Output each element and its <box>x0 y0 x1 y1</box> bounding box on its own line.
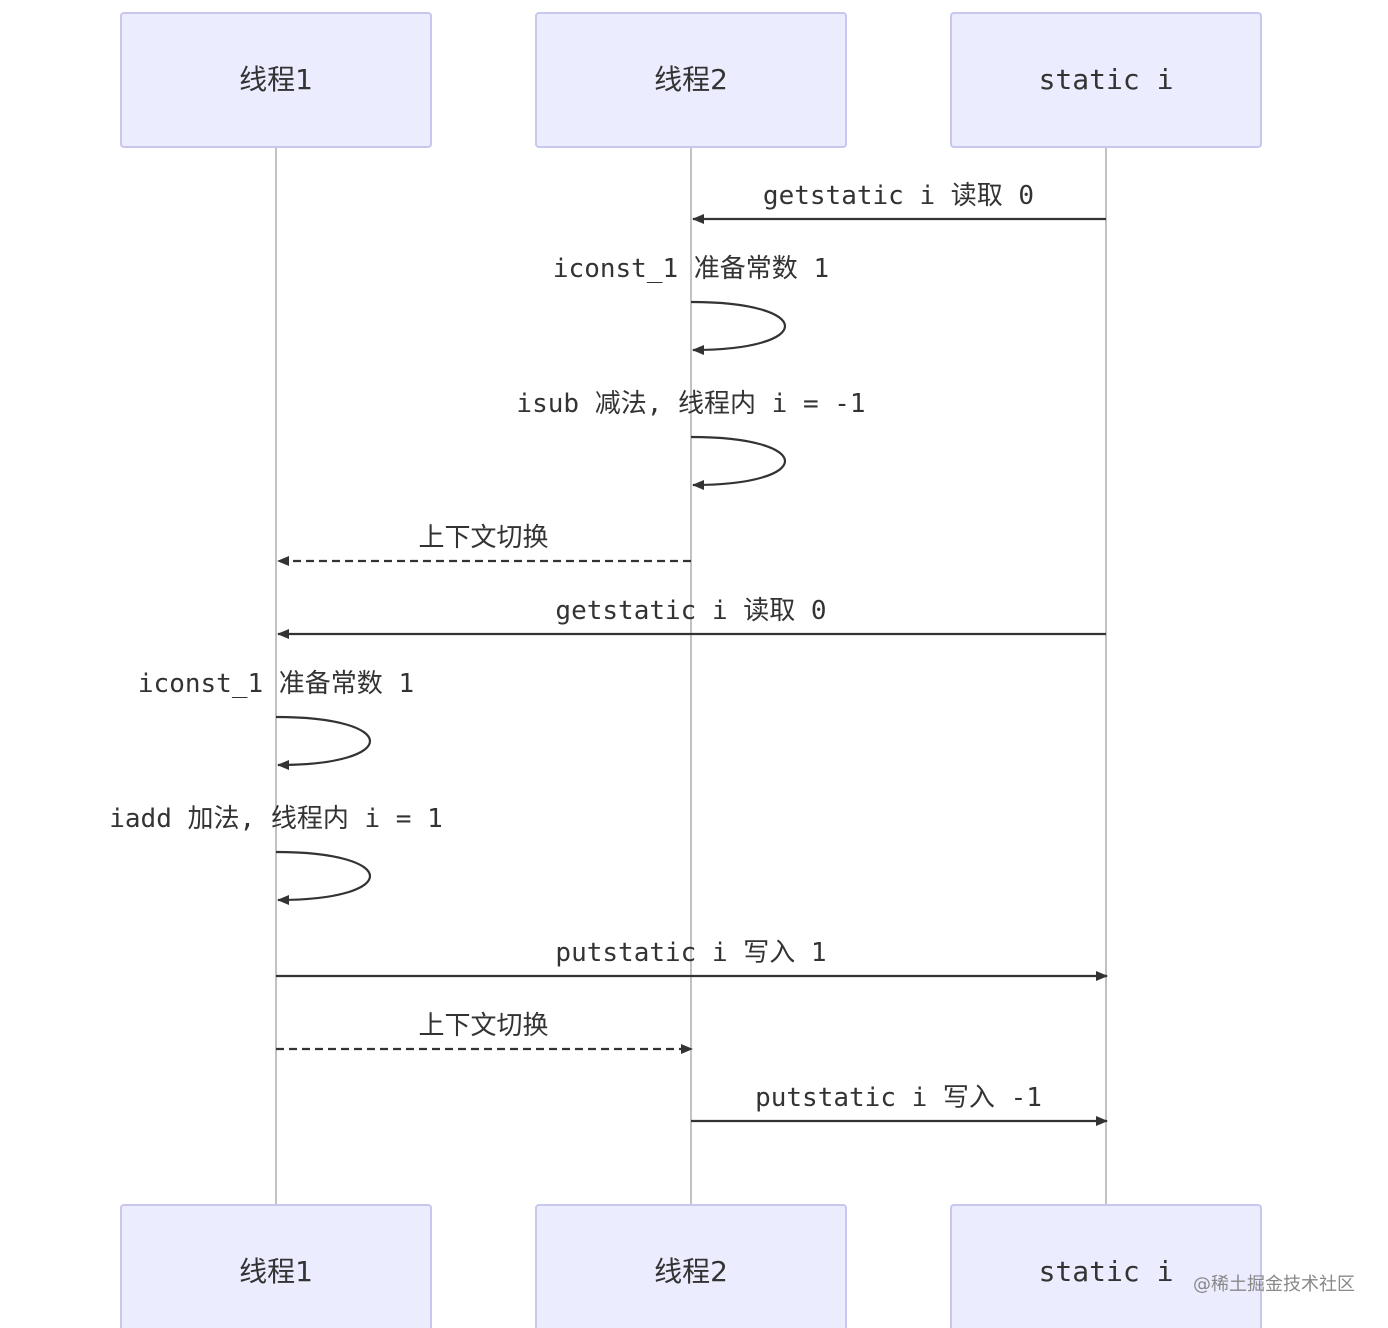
participant-label-t1-top: 线程1 <box>239 63 313 96</box>
participant-label-t2-bottom: 线程2 <box>654 1255 728 1288</box>
participant-box-t1-top <box>120 12 432 148</box>
self-message-arrow <box>690 435 787 490</box>
message-label: putstatic i 写入 1 <box>555 938 826 968</box>
participant-box-si-bottom <box>950 1204 1262 1328</box>
watermark-text: @稀土掘金技术社区 <box>1193 1274 1355 1295</box>
participant-box-t2-top <box>535 12 847 148</box>
message-label: getstatic i 读取 0 <box>555 596 826 626</box>
message-label: iadd 加法, 线程内 i = 1 <box>109 804 443 834</box>
participant-box-t1-bottom <box>120 1204 432 1328</box>
message-label: 上下文切换 <box>418 523 548 553</box>
participant-label-si-bottom: static i <box>1039 1255 1174 1288</box>
participant-label-t1-bottom: 线程1 <box>239 1255 313 1288</box>
participant-box-si-top <box>950 12 1262 148</box>
participant-box-t2-bottom <box>535 1204 847 1328</box>
participant-label-t2-top: 线程2 <box>654 63 728 96</box>
message-label: isub 减法, 线程内 i = -1 <box>516 389 865 419</box>
message-label: getstatic i 读取 0 <box>763 181 1034 211</box>
participant-label-si-top: static i <box>1039 63 1174 96</box>
message-label: putstatic i 写入 -1 <box>755 1083 1042 1113</box>
self-message-arrow <box>690 300 787 355</box>
self-message-arrow <box>275 715 372 770</box>
self-message-arrow <box>275 850 372 905</box>
message-label: iconst_1 准备常数 1 <box>553 254 829 284</box>
message-label: 上下文切换 <box>418 1011 548 1041</box>
message-label: iconst_1 准备常数 1 <box>138 669 414 699</box>
